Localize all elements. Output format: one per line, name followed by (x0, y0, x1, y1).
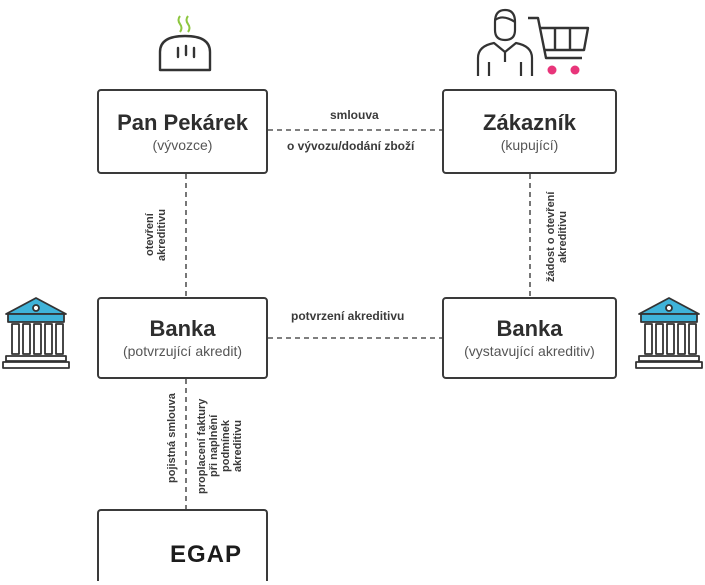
node-exporter: Pan Pekárek (vývozce) (97, 89, 268, 174)
node-issuing-bank: Banka (vystavující akreditiv) (442, 297, 617, 379)
node-confirming-bank: Banka (potvrzující akredit) (97, 297, 268, 379)
node-confirming-bank-subtitle: (potvrzující akredit) (122, 343, 243, 359)
edge-label-open-credit: otevření akreditivu (144, 209, 168, 261)
node-egap (97, 509, 268, 581)
node-customer-subtitle: (kupující) (500, 136, 559, 153)
node-exporter-title: Pan Pekárek (117, 109, 248, 135)
node-exporter-subtitle: (vývozce) (152, 136, 213, 153)
edge-label-contract-bottom: o vývozu/dodání zboží (287, 139, 415, 153)
customer-icon (476, 8, 534, 76)
cart-wheel-icon (570, 65, 580, 75)
edge-label-request-open-credit: žádost o otevření akreditivu (545, 191, 569, 283)
node-customer: Zákazník (kupující) (442, 89, 617, 174)
node-issuing-bank-title: Banka (496, 316, 563, 341)
cart-wheel-icon (547, 65, 557, 75)
egap-label: EGAP (170, 541, 243, 568)
bread-icon (158, 15, 212, 72)
node-issuing-bank-subtitle: (vystavující akreditiv) (464, 343, 595, 359)
shopping-cart-icon (528, 16, 590, 60)
bank-building-icon (635, 297, 703, 369)
node-confirming-bank-title: Banka (149, 316, 216, 341)
edge-label-insurance-contract: pojistná smlouva (166, 393, 178, 483)
edge-label-invoice-payment: proplacení faktury při naplnění podmínek… (196, 398, 244, 494)
edge-label-confirm-credit: potvrzení akreditivu (291, 309, 405, 323)
bank-building-icon (2, 297, 70, 369)
edge-label-contract-top: smlouva (330, 108, 379, 122)
node-customer-title: Zákazník (483, 109, 576, 135)
